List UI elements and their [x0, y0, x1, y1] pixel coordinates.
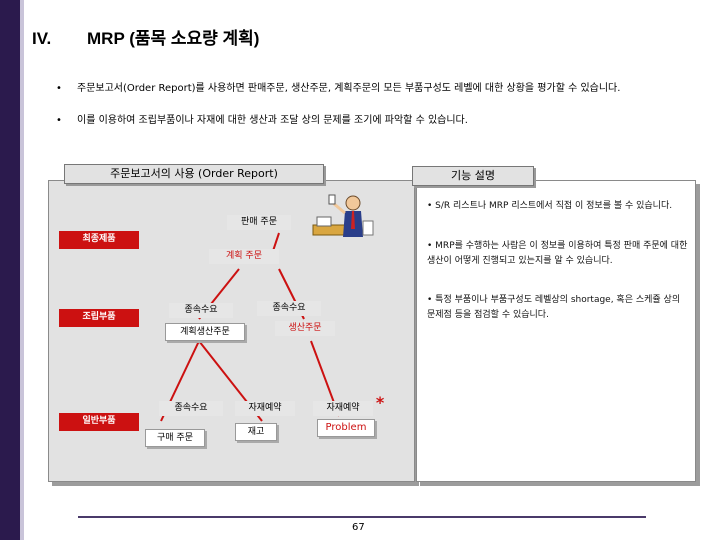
order-report-tab: 주문보고서의 사용 (Order Report): [64, 164, 324, 184]
dependent-demand-label-1: 종속수요: [169, 303, 233, 318]
slide-title: IV. MRP (품목 소요량 계획): [32, 24, 259, 49]
bullet-dot: •: [56, 115, 62, 126]
description-item-1: • S/R 리스트나 MRP 리스트에서 직접 이 정보를 볼 수 있습니다.: [427, 201, 673, 211]
description-item-2: • MRP를 수행하는 사람은 이 정보를 이용하여 특정 판매 주문에 대한 …: [427, 241, 688, 266]
bullet-dot: •: [56, 83, 62, 94]
title-text: MRP (품목 소요량 계획): [87, 29, 260, 48]
material-reservation-label-1: 자재예약: [235, 401, 295, 416]
function-description-tab: 기능 설명: [412, 166, 534, 186]
purchase-order-box: 구매 주문: [145, 429, 205, 447]
general-part-box: 일반부품: [59, 413, 139, 431]
function-description-panel: • S/R 리스트나 MRP 리스트에서 직접 이 정보를 볼 수 있습니다. …: [416, 180, 696, 482]
dependent-demand-label-3: 종속수요: [159, 401, 223, 416]
left-accent-bar: [0, 0, 20, 540]
description-item-3: • 특정 부품이나 부품구성도 레벨상의 shortage, 혹은 스케쥴 상의…: [427, 295, 681, 320]
material-reservation-label-2: 자재예약: [313, 401, 373, 416]
planned-production-order-box: 계획생산주문: [165, 323, 245, 341]
page-number: 67: [352, 522, 365, 533]
footer-line: [78, 516, 646, 518]
left-accent-stripe: [20, 0, 24, 540]
sales-order-label: 판매 주문: [227, 215, 291, 230]
section-number: IV.: [32, 29, 52, 48]
final-product-box: 최종제품: [59, 231, 139, 249]
problem-asterisk: *: [375, 393, 385, 412]
production-order-label: 생산주문: [275, 321, 335, 336]
inventory-box: 재고: [235, 423, 277, 441]
person-at-desk-icon: [312, 194, 374, 237]
assembly-part-box: 조립부품: [59, 309, 139, 327]
planned-order-label: 계획 주문: [209, 249, 279, 264]
bullet-text-2: 이를 이용하여 조립부품이나 자재에 대한 생산과 조달 상의 문제를 조기에 …: [77, 115, 468, 126]
bullet-text-1: 주문보고서(Order Report)를 사용하면 판매주문, 생산주문, 계획…: [77, 83, 621, 94]
order-report-diagram-panel: 판매 주문 최종제품 계획 주문 조립부품 종속수요 종속수요 계획생산주문 생…: [48, 180, 415, 482]
problem-box: Problem: [317, 419, 375, 437]
dependent-demand-label-2: 종속수요: [257, 301, 321, 316]
